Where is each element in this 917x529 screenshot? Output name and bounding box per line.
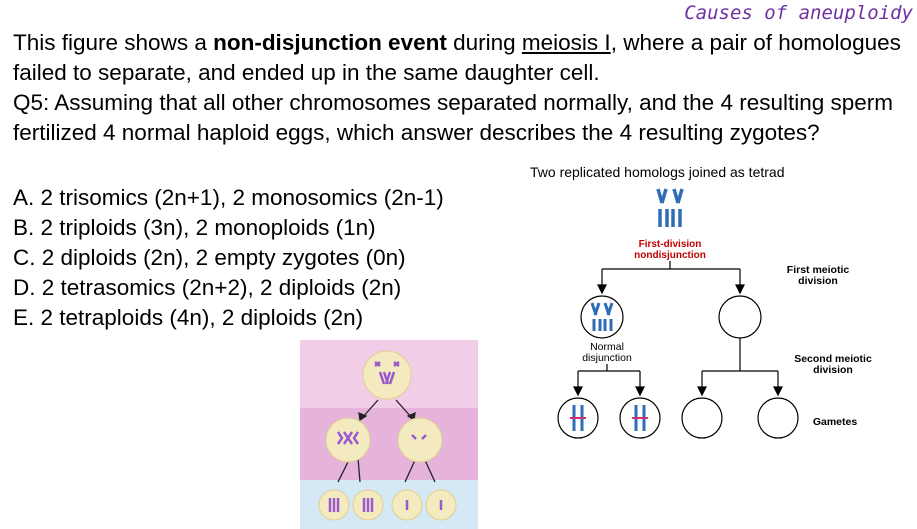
intro-underline: meiosis I <box>521 30 611 55</box>
slide-corner-title: Causes of aneuploidy <box>684 2 913 24</box>
question-text: This figure shows a non-disjunction even… <box>13 28 903 148</box>
second-meiotic-label-1: Second meiotic <box>794 353 872 365</box>
answer-option-b[interactable]: B. 2 triploids (3n), 2 monoploids (1n) <box>13 215 376 240</box>
intro-paragraph: This figure shows a non-disjunction even… <box>13 28 903 88</box>
question-paragraph: Q5: Assuming that all other chromosomes … <box>13 90 894 145</box>
gamete-3 <box>681 397 723 439</box>
cell-with-both-homologs <box>580 295 624 339</box>
answer-option-d[interactable]: D. 2 tetrasomics (2n+2), 2 diploids (2n) <box>13 275 402 300</box>
first-meiotic-label-1: First meiotic <box>787 264 850 276</box>
answer-option-a[interactable]: A. 2 trisomics (2n+1), 2 monosomics (2n-… <box>13 185 444 210</box>
diagram-caption: Two replicated homologs joined as tetrad <box>530 164 785 180</box>
cell-empty <box>718 295 762 339</box>
gamete-4 <box>757 397 799 439</box>
intro-text-3: , where a pair of homologues failed to s… <box>13 30 901 85</box>
answer-list: A. 2 trisomics (2n+1), 2 monosomics (2n-… <box>13 183 444 333</box>
second-split-lines <box>573 338 783 397</box>
first-meiotic-label-2: division <box>798 275 838 287</box>
normal-disjunction-label-2: disjunction <box>582 352 632 364</box>
tetrad-chromosomes <box>656 188 684 227</box>
intro-text-2: during <box>446 30 522 55</box>
first-division-label-2: nondisjunction <box>634 250 706 261</box>
first-split-lines <box>597 261 745 295</box>
illustration-daughter-cell-right <box>397 417 443 463</box>
answer-option-e[interactable]: E. 2 tetraploids (4n), 2 diploids (2n) <box>13 305 364 330</box>
cell-both-homologs-chromosomes <box>590 302 614 331</box>
nondisjunction-diagram: First-division nondisjunction First meio… <box>557 188 872 439</box>
normal-disjunction-label-1: Normal <box>590 341 624 353</box>
second-meiotic-label-2: division <box>813 364 853 376</box>
gametes-label: Gametes <box>813 416 858 428</box>
answer-option-c[interactable]: C. 2 diploids (2n), 2 empty zygotes (0n) <box>13 245 406 270</box>
illustration-gamete-chromosomes <box>328 498 443 512</box>
illustration-parent-cell <box>362 350 412 400</box>
illustration-parent-chromosomes <box>374 361 400 385</box>
illustration-daughter-chromosomes <box>336 431 427 445</box>
first-division-label-1: First-division <box>639 239 702 250</box>
meiosis-illustration <box>300 340 478 529</box>
intro-bold: non-disjunction event <box>213 30 447 55</box>
intro-text-1: This figure shows a <box>13 30 214 55</box>
